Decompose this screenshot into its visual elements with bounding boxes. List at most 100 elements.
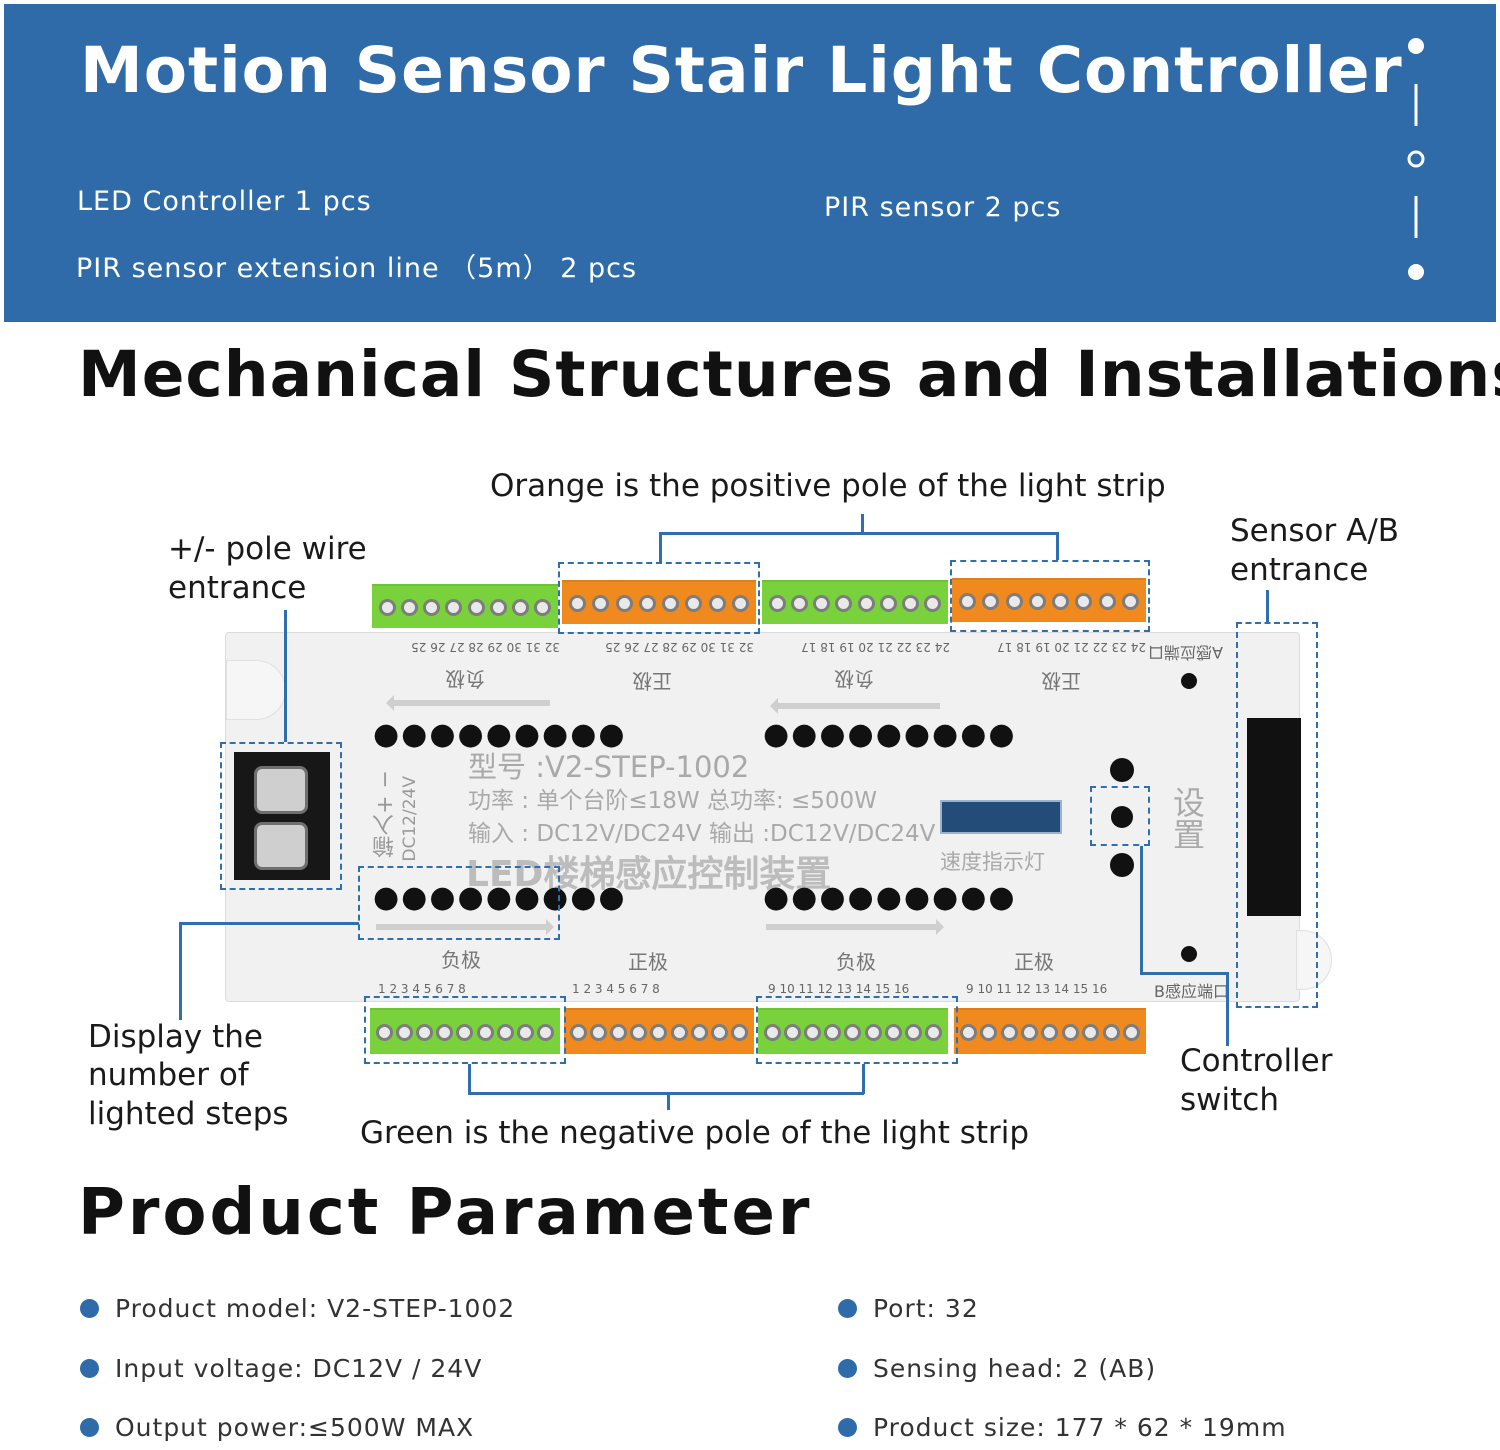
connector-positive-bar [659, 532, 1057, 535]
board-input-voltage: DC12/24V [400, 776, 420, 862]
param-output-power-text: Output power:≤500W MAX [115, 1413, 475, 1442]
connector-switch-stem [1226, 972, 1229, 1046]
mounting-ear-left [226, 660, 286, 720]
direction-arrow-left-2 [770, 698, 940, 714]
board-model-label: 型号 :V2-STEP-1002 [468, 750, 750, 784]
package-item-led-controller: LED Controller 1 pcs [77, 186, 372, 217]
pin-numbers-top-2: 32 31 30 29 28 27 26 25 [605, 640, 754, 654]
highlight-positive-terminal-top-2 [950, 560, 1150, 632]
board-io-label: 输入 : DC12V/DC24V 输出 :DC12V/DC24V [468, 821, 936, 847]
callout-negative-pole: Green is the negative pole of the light … [360, 1115, 1030, 1151]
pole-label-top-1: 负极 [445, 667, 485, 691]
board-power-label: 功率 : 单个台阶≤18W 总功率: ≤500W [468, 788, 877, 814]
parameter-section-title: Product Parameter [78, 1176, 813, 1250]
sensor-b-led [1181, 946, 1197, 962]
top-terminal-positive-25-32 [562, 580, 756, 624]
step-led-indicators-top-right: ●●●●●●●●● [763, 717, 1017, 752]
connector-sensor [1266, 590, 1269, 622]
decorative-dots-icon [1407, 38, 1425, 280]
setting-led-top [1110, 758, 1134, 782]
connector-positive-stem [861, 514, 864, 534]
connector-negative-right [862, 1064, 865, 1094]
connector-negative-bar [468, 1092, 864, 1095]
pin-numbers-bottom-4: 9 10 11 12 13 14 15 16 [966, 982, 1108, 996]
bullet-icon [80, 1418, 99, 1437]
pin-numbers-top-3: 24 23 22 21 20 19 18 17 [801, 640, 950, 654]
pin-numbers-bottom-2: 1 2 3 4 5 6 7 8 [572, 982, 660, 996]
header-banner: Motion Sensor Stair Light Controller LED… [4, 4, 1496, 322]
pole-label-top-3: 负极 [834, 667, 874, 691]
highlight-sensor-entrance [1236, 622, 1318, 1008]
sensor-port-connector [1247, 718, 1301, 916]
highlight-negative-terminal-bottom-1 [364, 996, 566, 1064]
param-sensing-head: Sensing head: 2 (AB) [838, 1354, 1156, 1383]
setting-led-bottom [1110, 853, 1134, 877]
pin-numbers-top-1: 32 31 30 29 28 27 26 25 [411, 640, 560, 654]
pin-numbers-bottom-1: 1 2 3 4 5 6 7 8 [378, 982, 466, 996]
highlight-negative-terminal-bottom-2 [756, 996, 958, 1064]
highlight-controller-switch [1090, 786, 1150, 846]
connector-pole-wire [284, 610, 287, 742]
connector-switch-down [1140, 846, 1143, 974]
connector-positive-right [1056, 532, 1059, 560]
callout-display-line1: Display the [88, 1019, 263, 1055]
top-terminal-positive-17-24 [952, 578, 1146, 622]
pole-label-bottom-4: 正极 [1014, 950, 1054, 974]
pin-numbers-bottom-3: 9 10 11 12 13 14 15 16 [768, 982, 910, 996]
setting-button[interactable] [1111, 806, 1133, 828]
bullet-icon [838, 1359, 857, 1378]
param-product-model-text: Product model: V2-STEP-1002 [115, 1294, 516, 1323]
package-item-pir-sensor: PIR sensor 2 pcs [824, 192, 1062, 223]
highlight-power-entrance [220, 742, 342, 890]
bullet-icon [838, 1418, 857, 1437]
step-led-indicators-bottom-left: ●●●●●●●●● [373, 880, 627, 915]
banner-title: Motion Sensor Stair Light Controller [80, 34, 1403, 107]
bottom-terminal-positive-1-8 [564, 1008, 754, 1054]
callout-sensor-line1: Sensor A/B [1230, 513, 1400, 549]
callout-pole-wire-line2: entrance [168, 570, 307, 606]
pole-label-top-2: 正极 [632, 669, 672, 693]
bottom-terminal-negative-9-16 [758, 1008, 948, 1054]
bullet-icon [838, 1299, 857, 1318]
connector-display-stem [179, 922, 182, 1020]
board-product-name: LED楼梯感应控制装置 [466, 854, 832, 895]
step-led-indicators-bottom-right: ●●●●●●●●● [763, 880, 1017, 915]
param-port: Port: 32 [838, 1294, 979, 1323]
connector-display-bar [179, 922, 359, 925]
callout-pole-wire-line1: +/- pole wire [168, 531, 367, 567]
pin-numbers-top-4: 24 23 22 21 20 19 18 17 [997, 640, 1146, 654]
highlight-step-display [358, 866, 560, 940]
highlight-positive-terminal-top-1 [558, 562, 760, 634]
bullet-icon [80, 1359, 99, 1378]
sensor-a-led [1181, 673, 1197, 689]
power-input-terminal [234, 752, 330, 880]
bottom-terminal-positive-9-16 [954, 1008, 1146, 1054]
param-input-voltage-text: Input voltage: DC12V / 24V [115, 1354, 483, 1383]
direction-arrow-right-2 [766, 919, 944, 935]
direction-arrow-right-1 [376, 919, 554, 935]
callout-switch-line1: Controller [1180, 1043, 1333, 1079]
sensor-port-b-label: B感应端口 [1154, 982, 1229, 1001]
sensor-port-a-label: A感应端口 [1148, 643, 1223, 662]
connector-positive-left [659, 532, 662, 562]
bullet-icon [80, 1299, 99, 1318]
mechanical-section-title: Mechanical Structures and Installations [78, 338, 1500, 411]
param-output-power: Output power:≤500W MAX [80, 1413, 474, 1442]
pole-label-bottom-2: 正极 [628, 950, 668, 974]
param-sensing-head-text: Sensing head: 2 (AB) [873, 1354, 1157, 1383]
step-led-indicators-top-left: ●●●●●●●●● [373, 717, 627, 752]
param-product-size-text: Product size: 177 * 62 * 19mm [873, 1413, 1287, 1442]
param-product-model: Product model: V2-STEP-1002 [80, 1294, 515, 1323]
package-item-extension-line: PIR sensor extension line （5m） 2 pcs [76, 253, 638, 284]
callout-positive-pole: Orange is the positive pole of the light… [490, 468, 1166, 504]
param-input-voltage: Input voltage: DC12V / 24V [80, 1354, 482, 1383]
speed-indicator-light [940, 800, 1062, 834]
param-port-text: Port: 32 [873, 1294, 979, 1323]
bottom-terminal-negative-1-8 [370, 1008, 560, 1054]
connector-negative-stem [667, 1092, 670, 1110]
pole-label-bottom-3: 负极 [836, 950, 876, 974]
connector-negative-left [468, 1064, 471, 1094]
direction-arrow-left-1 [386, 695, 550, 711]
callout-switch-line2: switch [1180, 1082, 1279, 1118]
top-terminal-negative-17-24 [762, 580, 948, 624]
